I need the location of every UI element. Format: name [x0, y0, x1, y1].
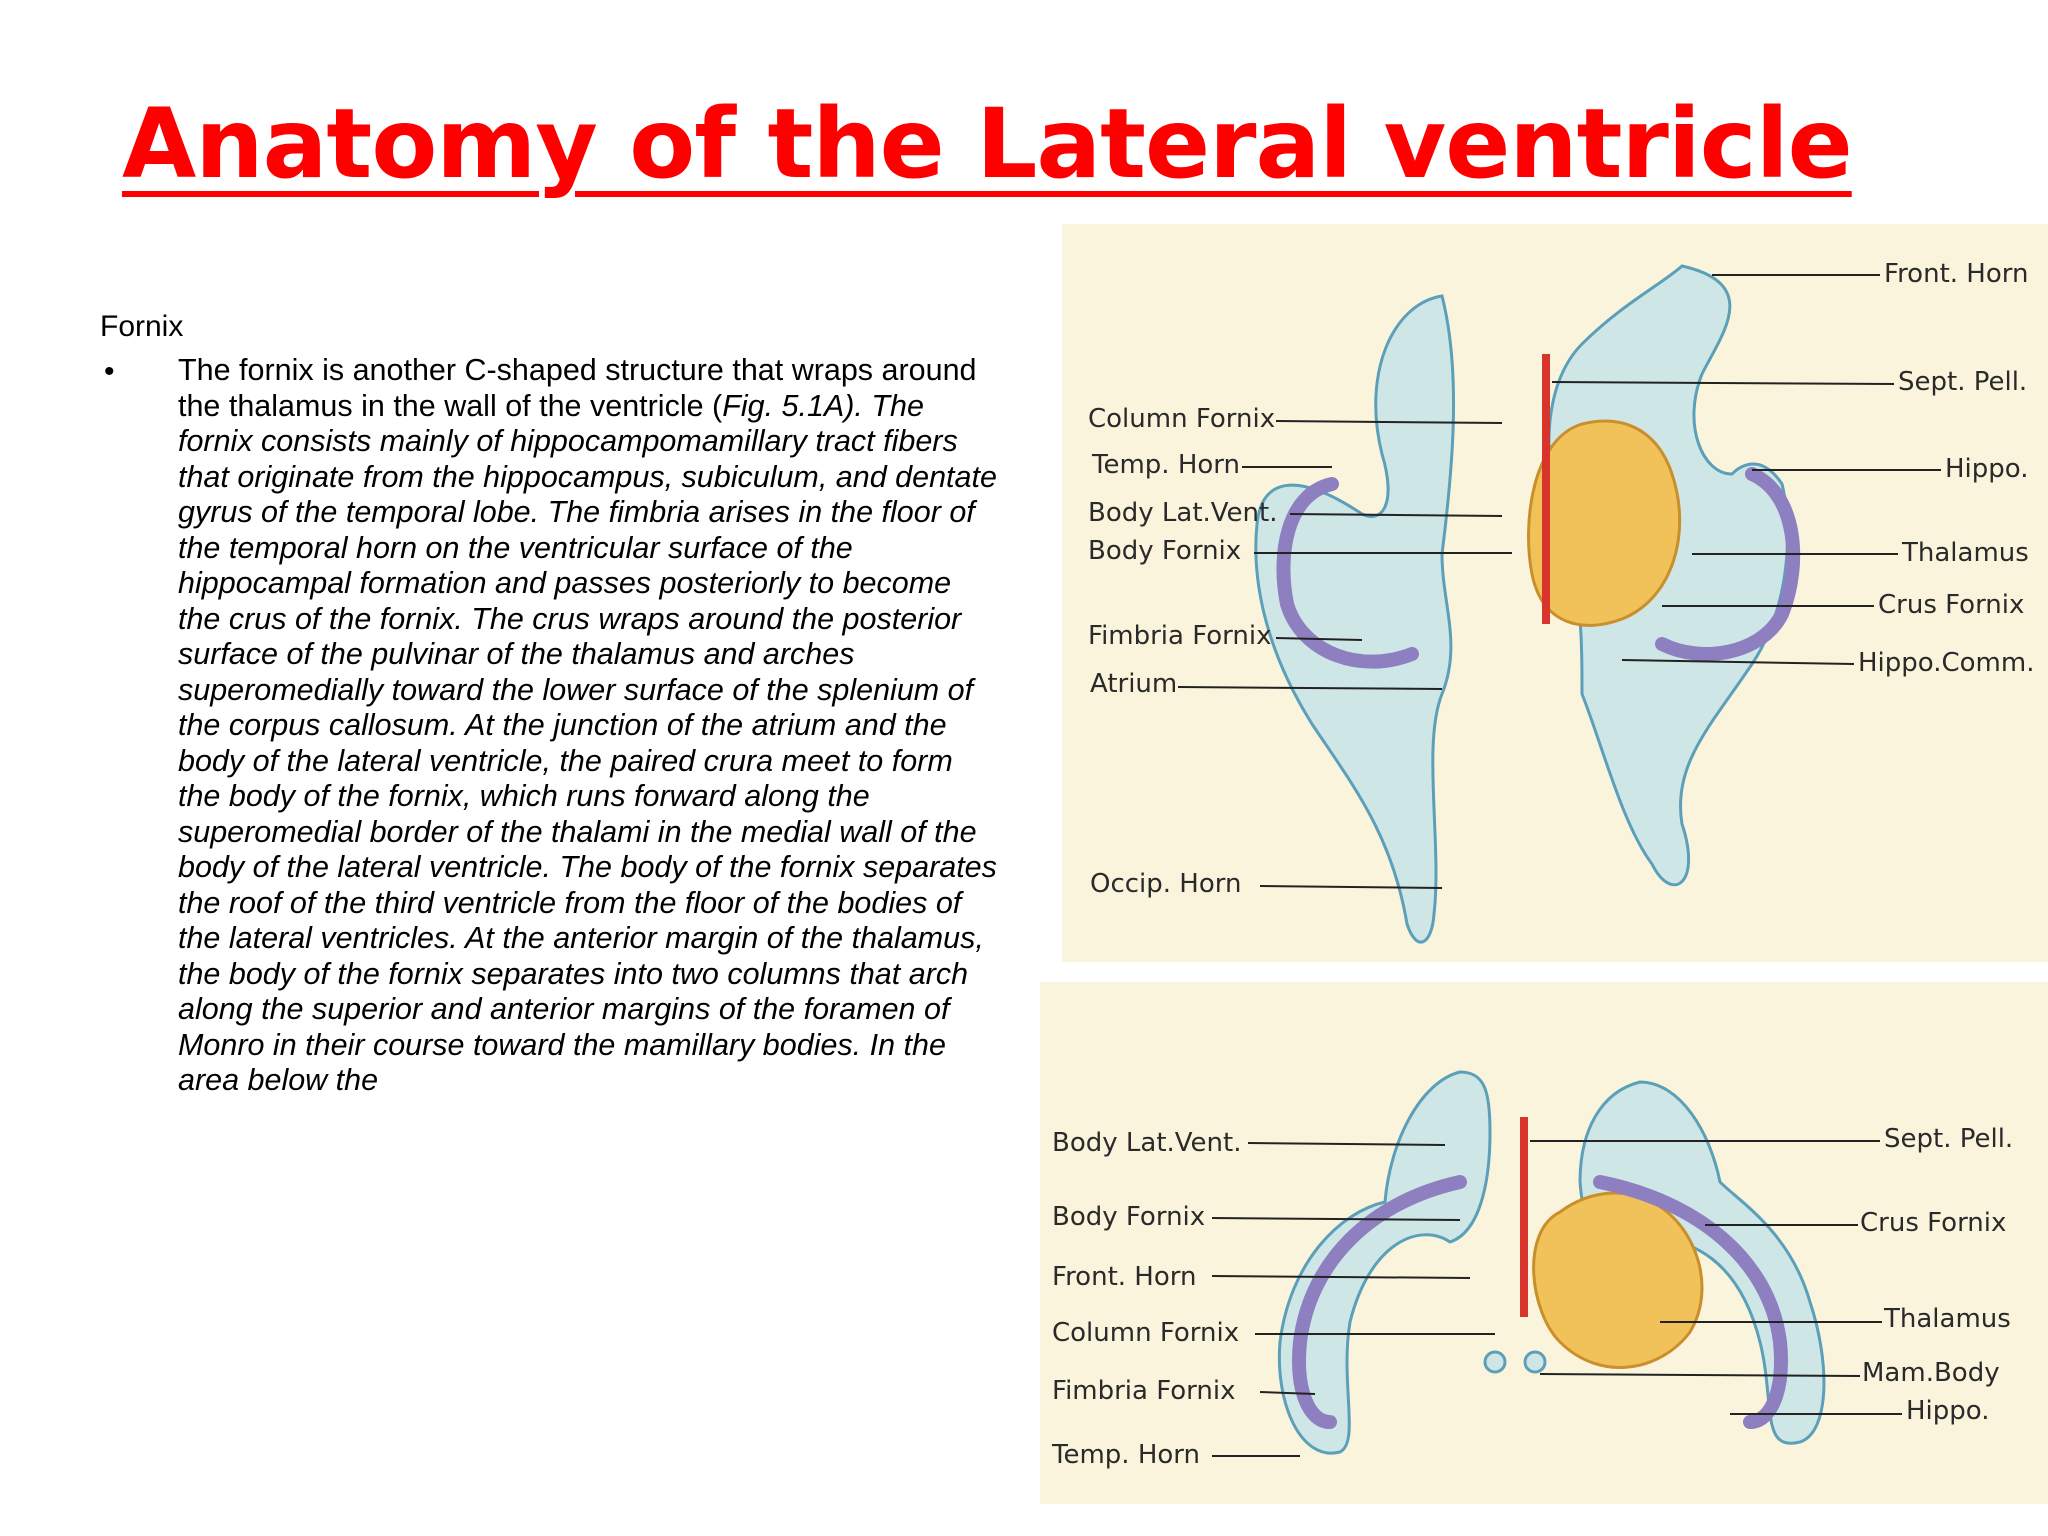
label-bottom-column-fornix: Column Fornix	[1052, 1318, 1240, 1348]
label-hippo: Hippo.	[1945, 454, 2029, 484]
label-occip-horn: Occip. Horn	[1090, 869, 1242, 899]
label-bottom-fimbria-fornix: Fimbria Fornix	[1052, 1376, 1236, 1406]
label-thalamus: Thalamus	[1902, 538, 2029, 568]
lateral-ventricle-figure-bottom: Body Lat.Vent. Body Fornix Front. Horn C…	[1040, 982, 2048, 1504]
label-temp-horn: Temp. Horn	[1092, 450, 1240, 480]
label-bottom-mam-body: Mam.Body	[1862, 1358, 2000, 1388]
bottom-left-fornix	[1292, 1175, 1467, 1429]
bottom-left-ventricle	[1277, 1070, 1492, 1455]
label-bottom-thalamus: Thalamus	[1884, 1304, 2011, 1334]
section-heading: Fornix	[100, 310, 184, 343]
label-bottom-front-horn: Front. Horn	[1052, 1262, 1197, 1292]
figure-top-illustration	[1177, 264, 1941, 944]
label-column-fornix: Column Fornix	[1088, 404, 1276, 434]
page-title: Anatomy of the Lateral ventricle	[122, 88, 1853, 200]
mamillary-body-right	[1523, 1350, 1547, 1374]
label-fimbria-fornix: Fimbria Fornix	[1088, 621, 1272, 651]
label-bottom-crus-fornix: Crus Fornix	[1860, 1208, 2007, 1238]
label-hippo-comm: Hippo.Comm.	[1858, 648, 2035, 678]
label-body-lat-vent: Body Lat.Vent.	[1088, 498, 1278, 528]
label-body-fornix: Body Fornix	[1088, 536, 1242, 566]
label-bottom-body-fornix: Body Fornix	[1052, 1202, 1206, 1232]
paragraph-lead: The fornix is another C-shaped structure…	[178, 353, 977, 423]
label-sept-pell: Sept. Pell.	[1898, 367, 2028, 397]
bottom-thalamus	[1532, 1191, 1704, 1369]
paragraph-italic: Fig. 5.1A). The fornix consists mainly o…	[178, 388, 997, 1098]
label-bottom-sept-pell: Sept. Pell.	[1884, 1124, 2014, 1154]
left-ventricle-shape	[1254, 294, 1456, 944]
label-atrium: Atrium	[1090, 669, 1178, 699]
body-paragraph: The fornix is another C-shaped structure…	[178, 353, 998, 1099]
figure-bottom-illustration	[1211, 1070, 1902, 1457]
label-front-horn: Front. Horn	[1884, 259, 2029, 289]
label-bottom-temp-horn: Temp. Horn	[1052, 1440, 1200, 1470]
thalamus-shape	[1527, 419, 1682, 627]
bottom-right-fornix	[1593, 1175, 1788, 1429]
label-crus-fornix: Crus Fornix	[1878, 590, 2025, 620]
right-fornix-arc	[1655, 467, 1801, 661]
mamillary-body-left	[1483, 1350, 1507, 1374]
label-bottom-hippo: Hippo.	[1906, 1396, 1990, 1426]
left-fornix-arc	[1276, 477, 1419, 669]
bullet-marker: •	[104, 355, 115, 388]
bottom-septum-pellucidum	[1520, 1117, 1528, 1317]
septum-pellucidum	[1542, 354, 1550, 624]
lateral-ventricle-figure-top: Column Fornix Temp. Horn Body Lat.Vent. …	[1062, 224, 2048, 962]
label-bottom-body-lat-vent: Body Lat.Vent.	[1052, 1128, 1242, 1158]
